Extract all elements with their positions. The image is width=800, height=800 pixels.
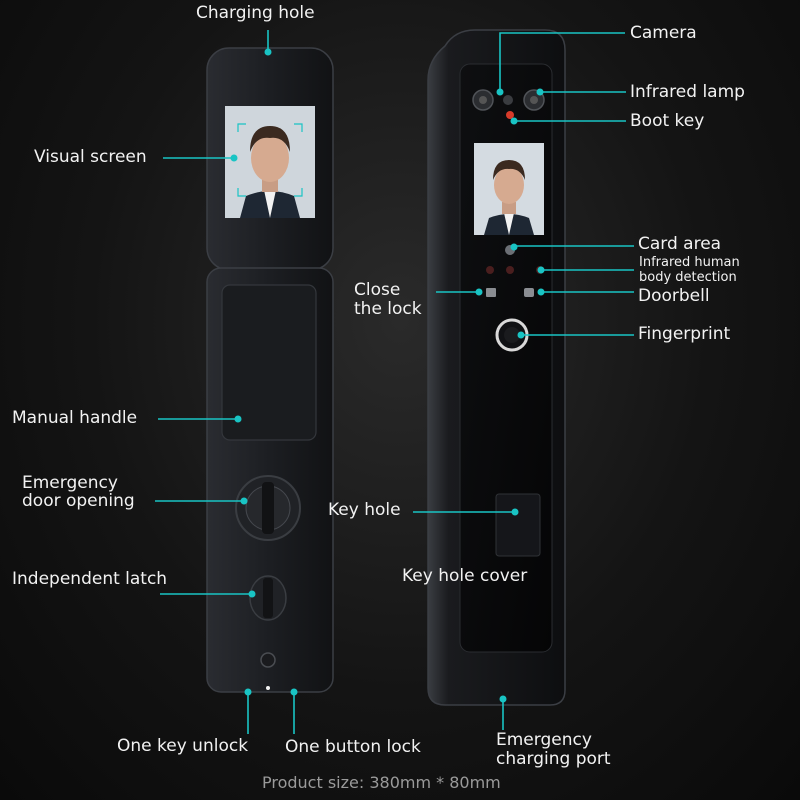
label-one-key-unlock: One key unlock: [117, 736, 249, 756]
label-charging-hole: Charging hole: [196, 3, 315, 23]
label-manual-handle: Manual handle: [12, 408, 138, 428]
label-key-hole-cover: Key hole cover: [402, 566, 528, 586]
emergency-knob-icon: [235, 475, 301, 541]
label-boot-key: Boot key: [630, 111, 705, 131]
label-close-the-lock-2: the lock: [354, 299, 422, 319]
face-photo-icon: [225, 106, 315, 218]
label-emergency-charging-port-1: Emergency: [496, 730, 592, 750]
key-hole-cover: [495, 493, 541, 557]
label-camera: Camera: [630, 23, 697, 43]
manual-handle: [221, 284, 317, 441]
label-fingerprint: Fingerprint: [638, 324, 731, 344]
label-infrared-human-1: Infrared human: [639, 255, 740, 270]
label-key-hole: Key hole: [328, 500, 401, 520]
label-visual-screen: Visual screen: [34, 147, 147, 167]
infrared-sensor-icon: [486, 266, 494, 274]
lock-icon: [486, 288, 496, 297]
left-lock-device: [206, 47, 334, 693]
latch-icon: [249, 575, 287, 621]
label-independent-latch: Independent latch: [12, 569, 168, 589]
label-doorbell: Doorbell: [638, 286, 710, 306]
fingerprint-icon: [495, 318, 529, 352]
label-card-area: Card area: [638, 234, 722, 254]
leader-lines: [155, 30, 634, 734]
label-one-button-lock: One button lock: [285, 737, 421, 757]
label-emergency-charging-port-2: charging port: [496, 749, 611, 769]
label-infrared-lamp: Infrared lamp: [630, 82, 745, 102]
label-infrared-human-2: body detection: [639, 270, 737, 285]
product-size-footer: Product size: 380mm * 80mm: [262, 773, 501, 792]
doorbell-icon: [524, 288, 534, 297]
label-emergency-door-opening-1: Emergency: [22, 473, 118, 493]
face-photo-icon-right: [484, 160, 534, 235]
label-emergency-door-opening-2: door opening: [22, 491, 135, 511]
label-close-the-lock-1: Close: [354, 280, 401, 300]
right-lock-device: [427, 29, 566, 706]
unlock-key-icon: [260, 652, 276, 668]
